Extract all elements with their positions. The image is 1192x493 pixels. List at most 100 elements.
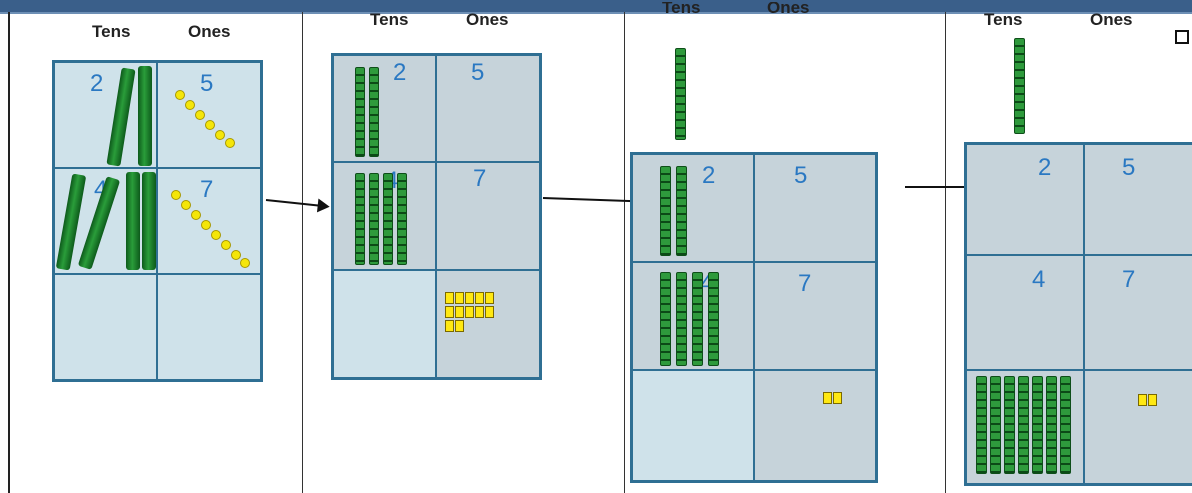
place-value-board: 2 5 4 7: [630, 152, 878, 483]
ten-rod: [990, 376, 1001, 474]
ten-rod: [383, 173, 393, 265]
ones-header: Ones: [188, 22, 231, 41]
ten-rod: [676, 166, 687, 256]
tens-cell-row1: [966, 144, 1084, 255]
ten-rod: [138, 66, 152, 166]
ten-rod: [126, 172, 140, 270]
ones-digit-row2: 7: [798, 270, 812, 297]
ones-digit-row1: 5: [1122, 154, 1136, 181]
unit-cube: [445, 306, 454, 318]
ten-rod: [355, 67, 365, 157]
unit-cube: [475, 292, 484, 304]
unit-cube: [240, 258, 250, 268]
arrow-step-1-to-2: [265, 199, 328, 208]
tens-cell-row2: [54, 168, 157, 274]
tens-digit-row1: 2: [702, 162, 716, 189]
unit-cube: [823, 392, 832, 404]
place-value-board: 2 5 4 7: [331, 53, 542, 380]
ones-header: Ones: [767, 2, 810, 17]
ones-cell-row1: [1084, 144, 1192, 255]
left-border: [8, 12, 10, 493]
tens-digit-row1: 2: [1038, 154, 1052, 181]
unit-cube: [475, 306, 484, 318]
tens-cell-row1: [632, 154, 754, 262]
ten-rod: [676, 272, 687, 366]
panel-divider-2: [624, 12, 625, 493]
regrouped-ten-rod: [1014, 38, 1025, 134]
ones-cell-row1: [157, 62, 261, 168]
ones-digit-row1: 5: [794, 162, 808, 189]
ones-cell-answer: [157, 274, 261, 380]
ones-cell-row2: [157, 168, 261, 274]
tens-digit-row2: 4: [1032, 266, 1046, 293]
unit-cube: [465, 292, 474, 304]
unit-cube: [231, 250, 241, 260]
ones-header: Ones: [1090, 10, 1133, 29]
tens-header: Tens: [92, 22, 131, 41]
ten-rod: [355, 173, 365, 265]
unit-cube: [191, 210, 201, 220]
unit-cube: [445, 292, 454, 304]
unit-cube: [485, 292, 494, 304]
ones-digit-row1: 5: [471, 59, 485, 86]
ten-rod: [660, 272, 671, 366]
unit-cube: [485, 306, 494, 318]
ten-rod: [692, 272, 703, 366]
ten-rod: [369, 173, 379, 265]
unit-cube: [181, 200, 191, 210]
unit-cube: [215, 130, 225, 140]
ten-rod: [1060, 376, 1071, 474]
square-icon: [1175, 30, 1189, 44]
tens-header: Tens: [984, 10, 1023, 29]
unit-cube: [1148, 394, 1157, 406]
unit-cube: [221, 240, 231, 250]
tens-cell-answer: [54, 274, 157, 380]
unit-cube: [195, 110, 205, 120]
tens-digit-row1: 2: [393, 59, 407, 86]
tens-digit-row1: 2: [90, 70, 104, 97]
ones-cell-row1: [754, 154, 876, 262]
ten-rod: [1018, 376, 1029, 474]
panel-divider-3: [945, 12, 946, 493]
ones-cell-row1: [436, 55, 540, 162]
ten-rod: [397, 173, 407, 265]
ten-rod: [976, 376, 987, 474]
panel-divider-1: [302, 12, 303, 493]
tens-cell-answer: [333, 270, 436, 378]
unit-cube: [225, 138, 235, 148]
tens-cell-row2: [966, 255, 1084, 370]
unit-cube: [455, 292, 464, 304]
header-bar-underline: [0, 12, 1192, 14]
ten-rod: [369, 67, 379, 157]
unit-cube: [455, 320, 464, 332]
ones-cell-row2: [1084, 255, 1192, 370]
ten-rod: [708, 272, 719, 366]
ten-rod: [1032, 376, 1043, 474]
unit-cube: [175, 90, 185, 100]
unit-cube: [465, 306, 474, 318]
place-value-board: 2 5 4 7: [52, 60, 263, 382]
unit-cube: [185, 100, 195, 110]
tens-cell-row1: [54, 62, 157, 168]
ten-rod: [1046, 376, 1057, 474]
ones-cell-answer: [1084, 370, 1192, 484]
ones-digit-row1: 5: [200, 70, 214, 97]
ones-digit-row2: 7: [473, 165, 487, 192]
ones-digit-row2: 7: [200, 176, 214, 203]
unit-cube: [833, 392, 842, 404]
unit-cube: [201, 220, 211, 230]
unit-cube: [205, 120, 215, 130]
unit-cube: [1138, 394, 1147, 406]
unit-cube: [171, 190, 181, 200]
ones-cell-row2: [754, 262, 876, 370]
tens-header: Tens: [370, 10, 409, 29]
ten-rod: [1004, 376, 1015, 474]
ones-digit-row2: 7: [1122, 266, 1136, 293]
ten-rod: [142, 172, 156, 270]
tens-cell-row1: [333, 55, 436, 162]
ten-rod: [660, 166, 671, 256]
tens-header: Tens: [662, 2, 701, 17]
unit-cube: [211, 230, 221, 240]
ones-cell-answer: [754, 370, 876, 481]
regrouped-ten-rod: [675, 48, 686, 140]
